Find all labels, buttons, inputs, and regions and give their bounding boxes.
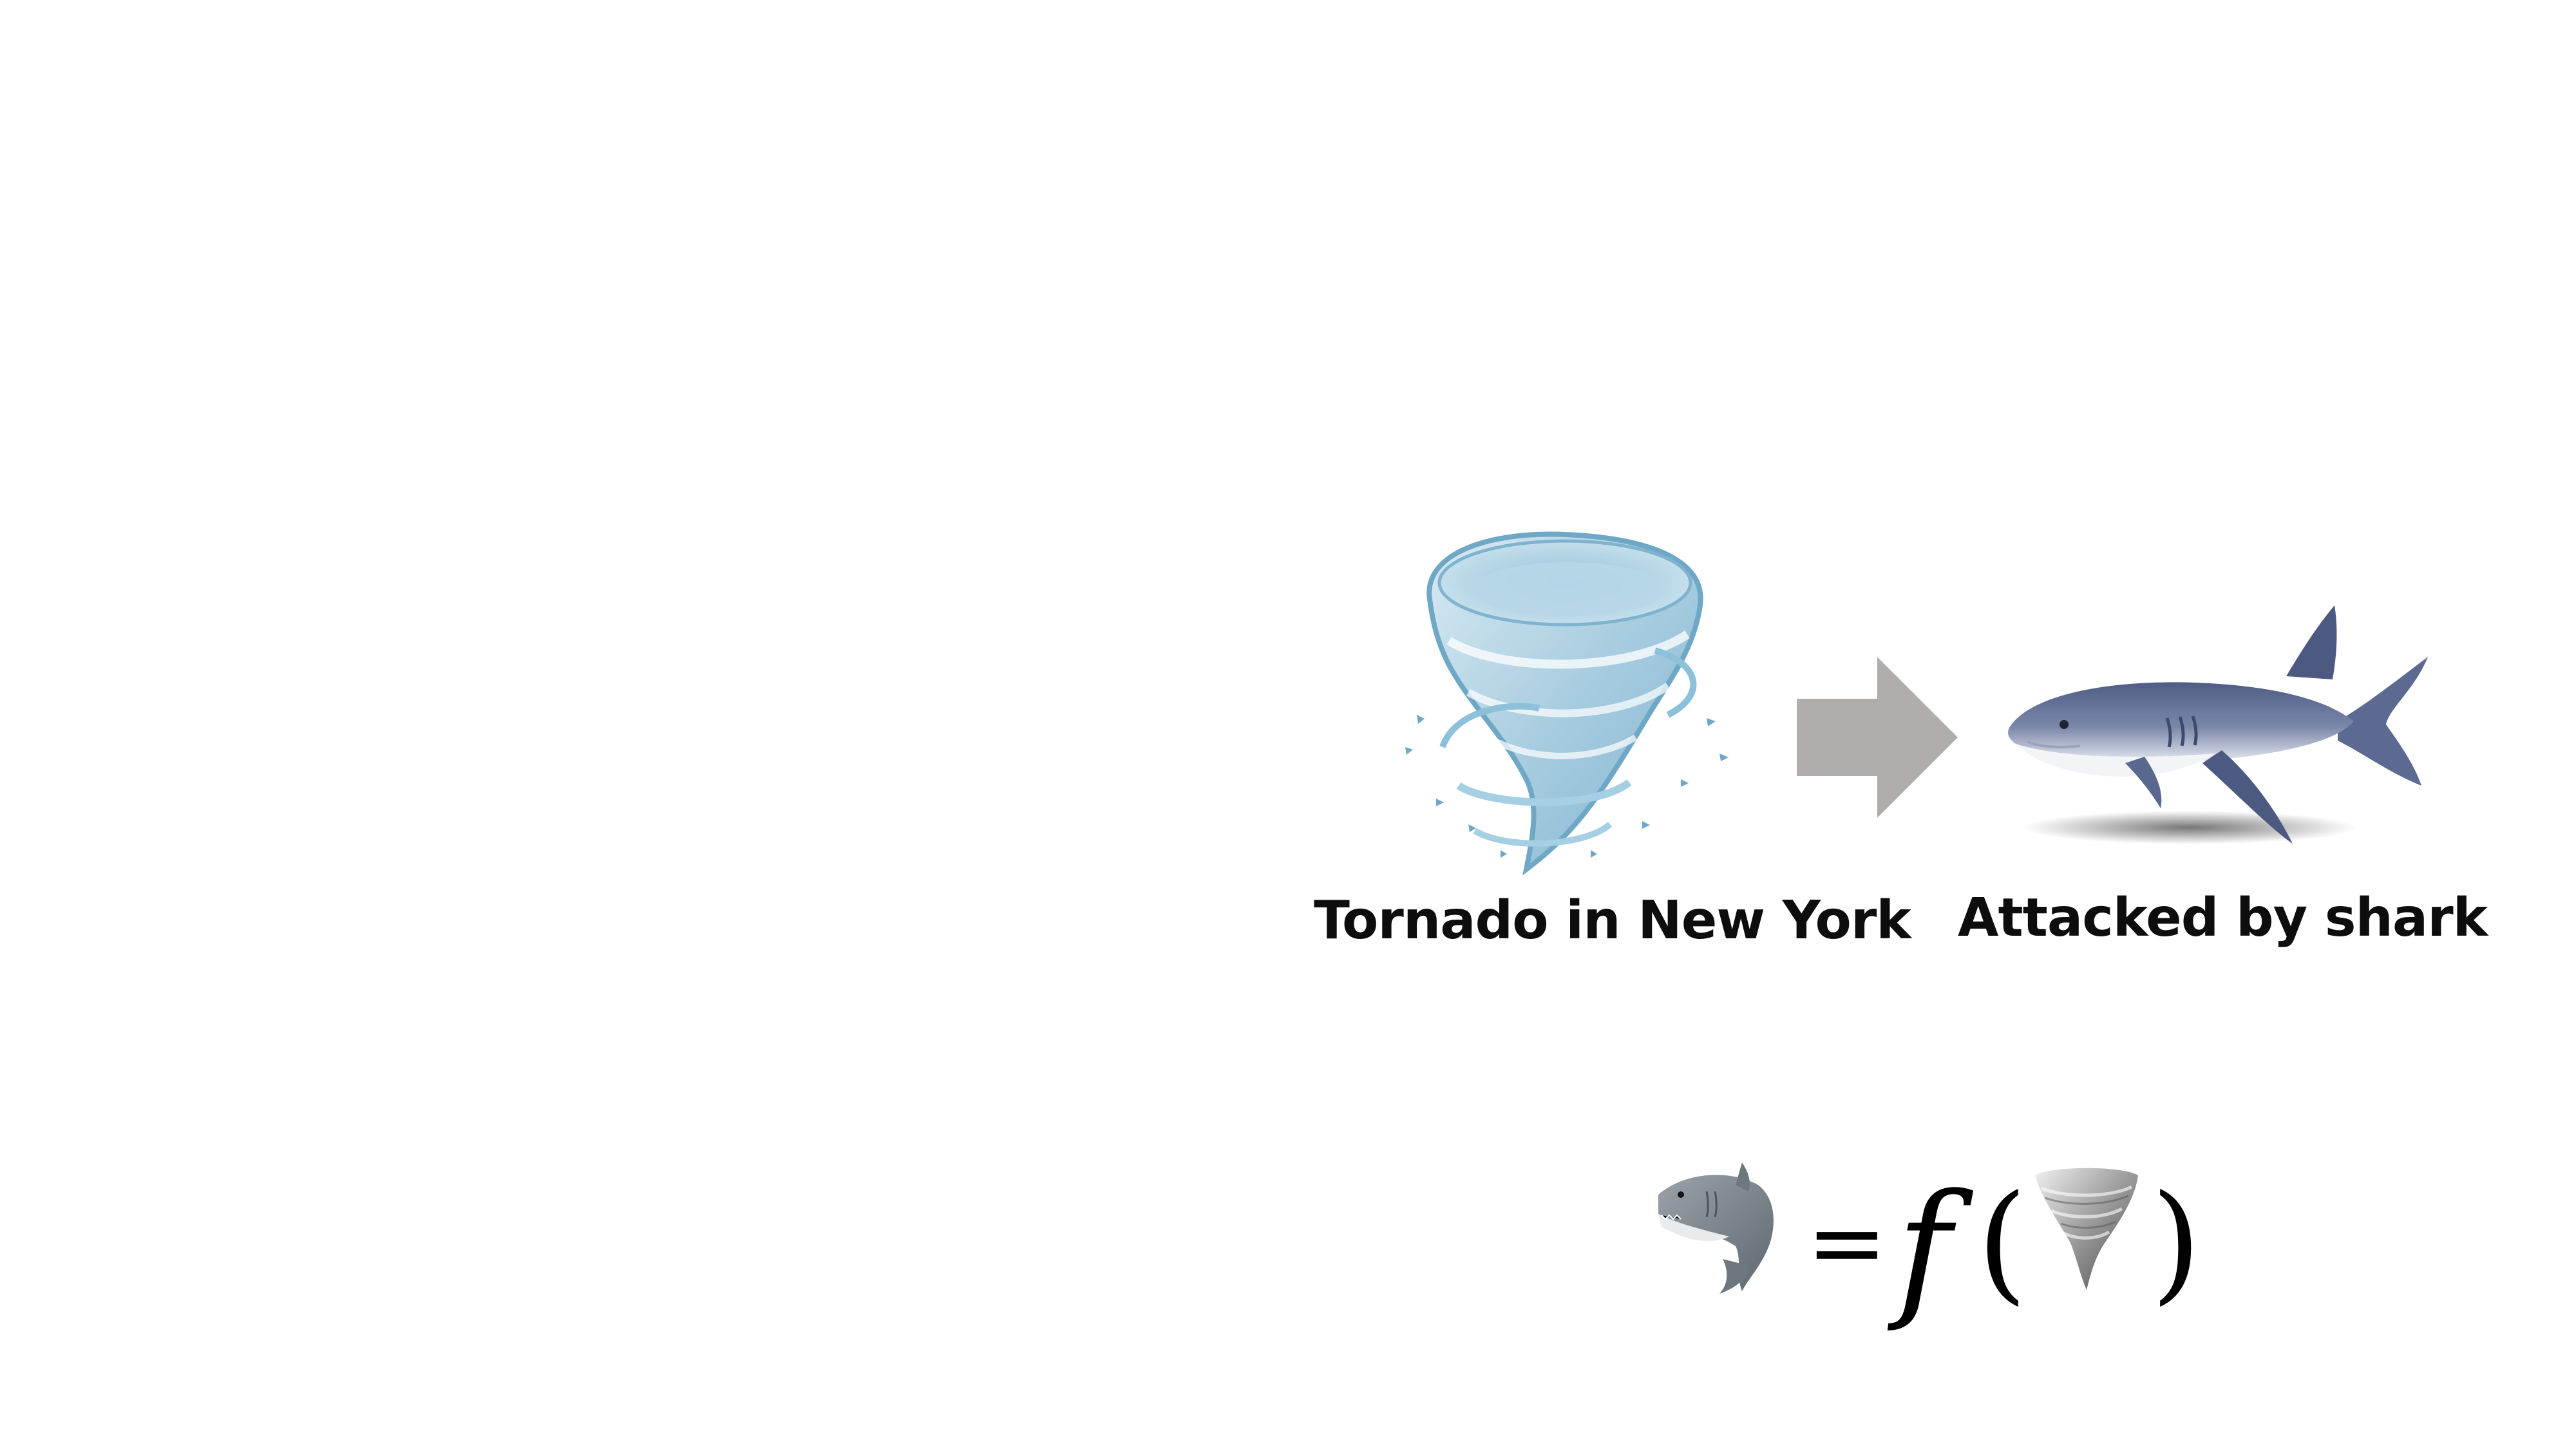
- close-paren: ): [2151, 1168, 2202, 1318]
- cause-label: Tornado in New York: [1314, 890, 1911, 951]
- arrow-right-icon: [1797, 657, 1958, 818]
- equals-sign: =: [1806, 1187, 1888, 1299]
- effect-label: Attacked by shark: [1958, 887, 2488, 949]
- shark-icon: [2003, 599, 2447, 850]
- tornado-icon: [1397, 528, 1752, 876]
- open-paren: (: [1977, 1168, 2028, 1318]
- function-symbol: f: [1897, 1163, 1952, 1335]
- shark-emoji-icon: [1645, 1156, 1784, 1294]
- tornado-emoji-icon: [2025, 1162, 2148, 1291]
